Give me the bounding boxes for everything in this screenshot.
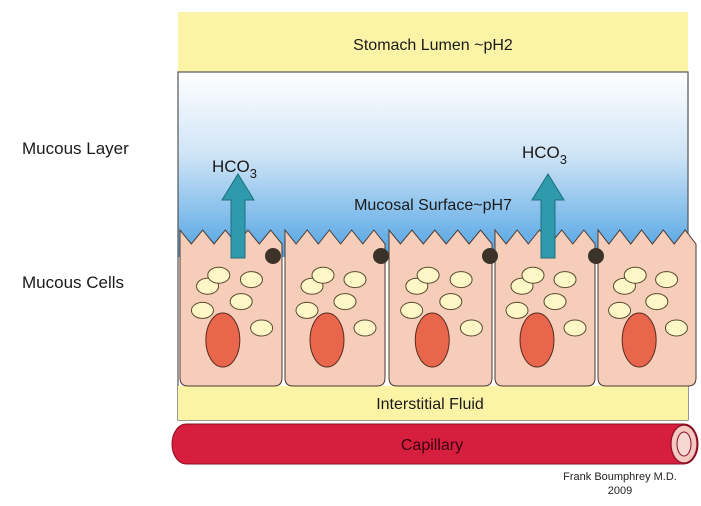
- cell-nucleus: [414, 312, 450, 368]
- mucin-granule: [439, 293, 463, 311]
- bicarbonate-arrow-2: [531, 173, 565, 259]
- cell-nucleus: [205, 312, 241, 368]
- interstitial-band: [178, 386, 688, 420]
- mucin-granule: [250, 319, 274, 337]
- interstitial-fluid-label: Interstitial Fluid: [376, 396, 484, 413]
- mucous-cells-label: Mucous Cells: [22, 273, 125, 292]
- capillary-label: Capillary: [401, 437, 463, 454]
- mucin-granule: [645, 293, 669, 311]
- mucin-granule: [343, 271, 367, 289]
- mucin-granule: [563, 319, 587, 337]
- mucin-granule: [459, 319, 483, 337]
- mucous-cells: [179, 228, 697, 387]
- mucin-granule: [623, 266, 647, 284]
- stomach-lumen-band: [178, 12, 688, 72]
- cell-nucleus: [309, 312, 345, 368]
- credit-year: 2009: [607, 485, 633, 497]
- mucous-cell: [494, 228, 596, 387]
- tight-junction: [373, 248, 389, 264]
- mucin-granule: [207, 266, 231, 284]
- mucous-layer-label: Mucous Layer: [22, 139, 129, 158]
- mucin-granule: [353, 319, 377, 337]
- mucin-granule: [449, 271, 473, 289]
- mucous-cell: [284, 228, 386, 387]
- mucin-granule: [416, 266, 440, 284]
- mucin-granule: [239, 271, 263, 289]
- hco3-label-2: HCO3: [522, 143, 567, 167]
- mucin-granule: [190, 301, 214, 319]
- mucin-granule: [333, 293, 357, 311]
- mucin-granule: [553, 271, 577, 289]
- mucous-cell: [388, 228, 493, 387]
- tight-junction: [588, 248, 604, 264]
- cell-nucleus: [519, 312, 555, 368]
- author-credit: Frank Boumphrey M.D. 2009: [540, 470, 700, 498]
- mucin-granule: [664, 319, 688, 337]
- stomach-lumen-label: Stomach Lumen ~pH2: [353, 37, 513, 54]
- mucin-granule: [655, 271, 679, 289]
- mucin-granule: [295, 301, 319, 319]
- tight-junction: [265, 248, 281, 264]
- mucosal-surface-label: Mucosal Surface~pH7: [354, 197, 512, 214]
- mucin-granule: [521, 266, 545, 284]
- mucous-cell: [179, 228, 283, 387]
- mucin-granule: [505, 301, 529, 319]
- mucin-granule: [608, 301, 632, 319]
- hco3-label-1: HCO3: [212, 157, 257, 181]
- mucin-granule: [229, 293, 253, 311]
- mucous-layer: [178, 72, 688, 257]
- cell-nucleus: [621, 312, 657, 368]
- tight-junction: [482, 248, 498, 264]
- bicarbonate-arrow-1: [221, 173, 255, 259]
- mucin-granule: [311, 266, 335, 284]
- mucin-granule: [400, 301, 424, 319]
- mucin-granule: [543, 293, 567, 311]
- capillary-vessel: [171, 423, 699, 465]
- author-name: Frank Boumphrey M.D.: [563, 471, 677, 483]
